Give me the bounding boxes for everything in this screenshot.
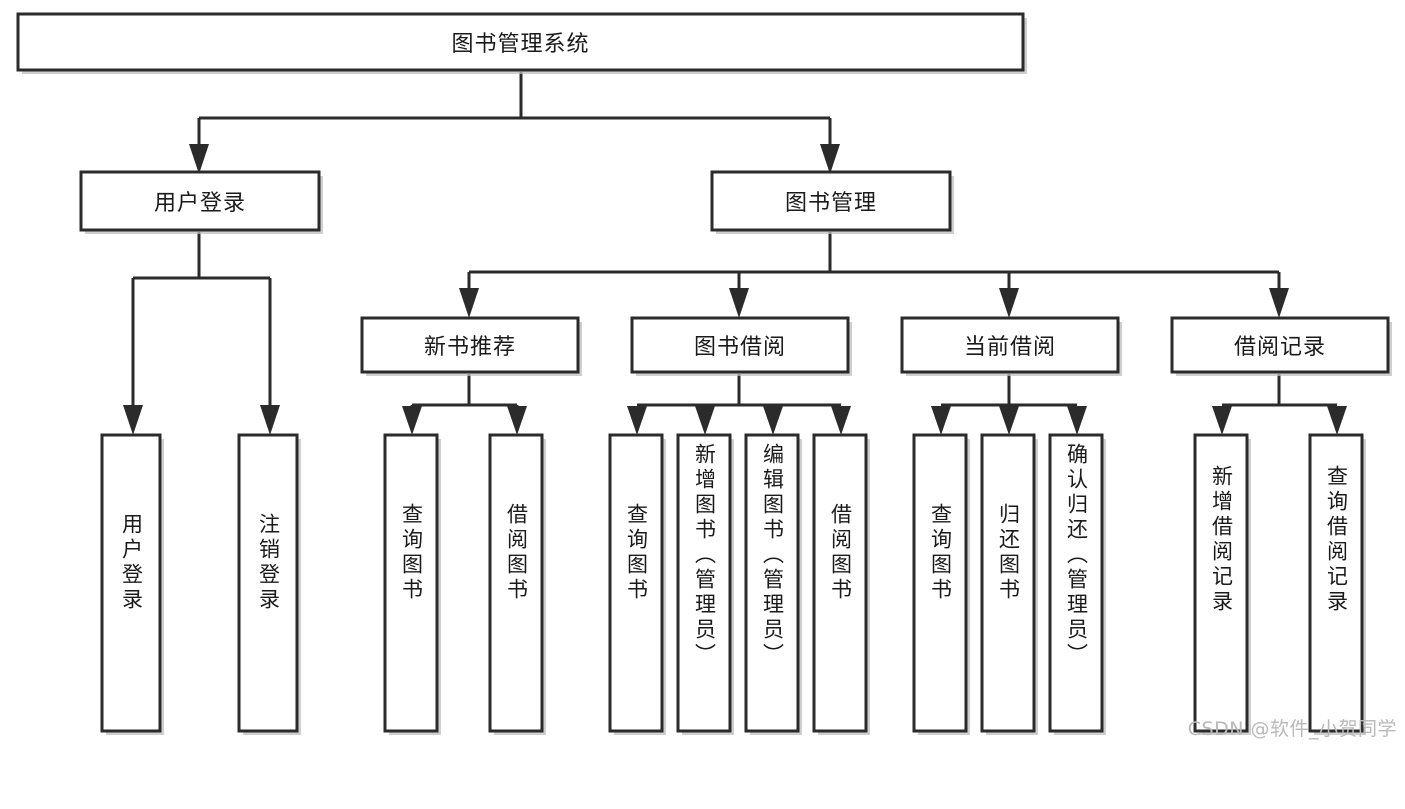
arrow-head-leaf-confirm-return xyxy=(1067,406,1087,435)
arrow-head-leaf-add-record xyxy=(1212,406,1232,435)
node-box-leaf-query-book-3[interactable] xyxy=(912,433,968,733)
arrow-head-user-login xyxy=(189,144,209,174)
arrow-head-book-manage xyxy=(820,144,840,174)
node-box-book-manage[interactable] xyxy=(710,170,952,232)
node-box-leaf-add-book[interactable] xyxy=(676,433,732,733)
tree-diagram-svg xyxy=(16,12,1392,735)
node-box-leaf-return-book[interactable] xyxy=(980,433,1036,733)
node-box-user-login[interactable] xyxy=(79,170,321,232)
arrow-head-leaf-query-record xyxy=(1327,406,1347,435)
node-box-leaf-query-book-2[interactable] xyxy=(608,433,664,733)
node-box-leaf-logout[interactable] xyxy=(237,433,299,733)
node-box-borrow-record[interactable] xyxy=(1170,316,1390,374)
node-box-layer xyxy=(16,12,1392,735)
arrow-head-leaf-query-book-1 xyxy=(402,406,422,435)
diagram-canvas: 图书管理系统 用户登录 图书管理 新书推荐 图书借阅 当前借阅 借阅记录 用户登… xyxy=(16,12,1397,740)
node-box-leaf-query-record[interactable] xyxy=(1308,433,1364,733)
arrow-head-leaf-borrow-book-1 xyxy=(507,406,527,435)
arrow-head-leaf-query-book-3 xyxy=(931,406,951,435)
arrow-head-new-book-rec xyxy=(459,288,479,318)
node-box-book-borrow[interactable] xyxy=(630,316,850,374)
connector-layer xyxy=(123,72,1347,435)
node-box-new-book-rec[interactable] xyxy=(360,316,580,374)
arrow-head-leaf-logout xyxy=(260,405,280,435)
arrow-head-book-borrow xyxy=(729,288,749,318)
arrow-head-current-borrow xyxy=(999,288,1019,318)
node-box-current-borrow[interactable] xyxy=(900,316,1120,374)
arrow-head-leaf-query-book-2 xyxy=(627,406,647,435)
node-box-leaf-user-login[interactable] xyxy=(100,433,162,733)
node-box-root[interactable] xyxy=(16,12,1025,72)
arrow-head-leaf-return-book xyxy=(999,406,1019,435)
node-box-leaf-borrow-book-2[interactable] xyxy=(812,433,868,733)
node-box-leaf-query-book-1[interactable] xyxy=(383,433,439,733)
node-box-leaf-borrow-book-1[interactable] xyxy=(488,433,544,733)
node-box-leaf-edit-book[interactable] xyxy=(744,433,800,733)
arrow-head-leaf-edit-book xyxy=(763,406,783,435)
node-box-leaf-add-record[interactable] xyxy=(1193,433,1249,733)
arrow-head-leaf-borrow-book-2 xyxy=(831,406,851,435)
node-box-leaf-confirm-return[interactable] xyxy=(1048,433,1104,733)
arrow-head-leaf-add-book xyxy=(695,406,715,435)
arrow-head-leaf-user-login xyxy=(123,405,143,435)
arrow-head-borrow-record xyxy=(1269,288,1289,318)
